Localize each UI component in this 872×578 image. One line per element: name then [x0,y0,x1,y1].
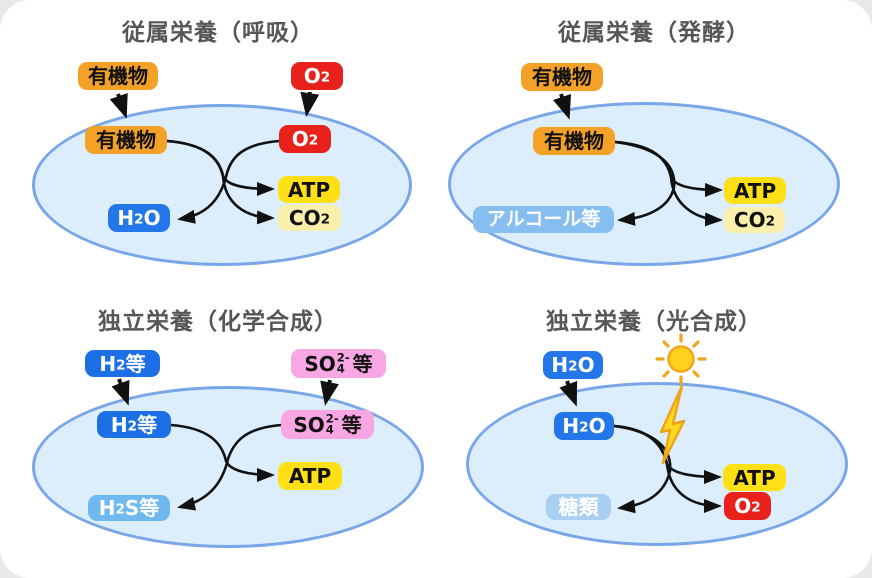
box-alcohol: アルコール等 [473,206,614,233]
panel-title: 従属栄養（発酵） [558,20,750,46]
box-organic-outside: 有機物 [521,63,603,91]
arrows-layer [111,378,339,511]
arrows-layer [559,333,722,514]
box-organic-inside: 有機物 [533,127,615,155]
arrow-o2-enter-cell [300,91,320,117]
arrows-layer [109,91,320,225]
panel-title: 独立栄養（化学合成） [98,309,338,335]
arrow-organic-to-co2 [614,140,723,227]
box-atp: ATP [723,464,786,491]
panel-autotroph-photosynthesis: 独立栄養（光合成） [436,289,872,578]
arrow-to-o2 [613,424,722,513]
arrow-organic-enter-cell [552,93,572,120]
box-atp: ATP [278,462,342,490]
box-sugar: 糖類 [546,494,611,520]
arrows-layer [552,93,723,227]
arrow-so4-enter-cell [320,379,339,406]
arrow-so4-to-h2s [177,423,282,511]
sun-icon [655,333,707,385]
cell-ellipse [466,382,848,546]
arrow-organic-enter-cell [109,92,128,119]
panel-title: 従属栄養（呼吸） [122,20,314,46]
box-atp: ATP [278,176,340,203]
arrow-organic-to-co2 [166,139,275,225]
box-organic-outside: 有機物 [78,62,158,90]
arrow-organic-to-alcohol [614,140,676,226]
arrow-h2-enter-cell [111,378,130,406]
arrow-o2-to-h2o [177,139,280,224]
arrow-h2o-enter-cell [559,380,578,407]
box-atp: ATP [724,177,786,204]
lightning-bolt-icon [659,384,686,465]
arrow-h2-to-atp [170,423,275,482]
arrow-to-sugar [613,424,672,514]
panel-title: 独立栄養（光合成） [546,309,762,335]
box-organic-inside: 有機物 [85,126,167,154]
